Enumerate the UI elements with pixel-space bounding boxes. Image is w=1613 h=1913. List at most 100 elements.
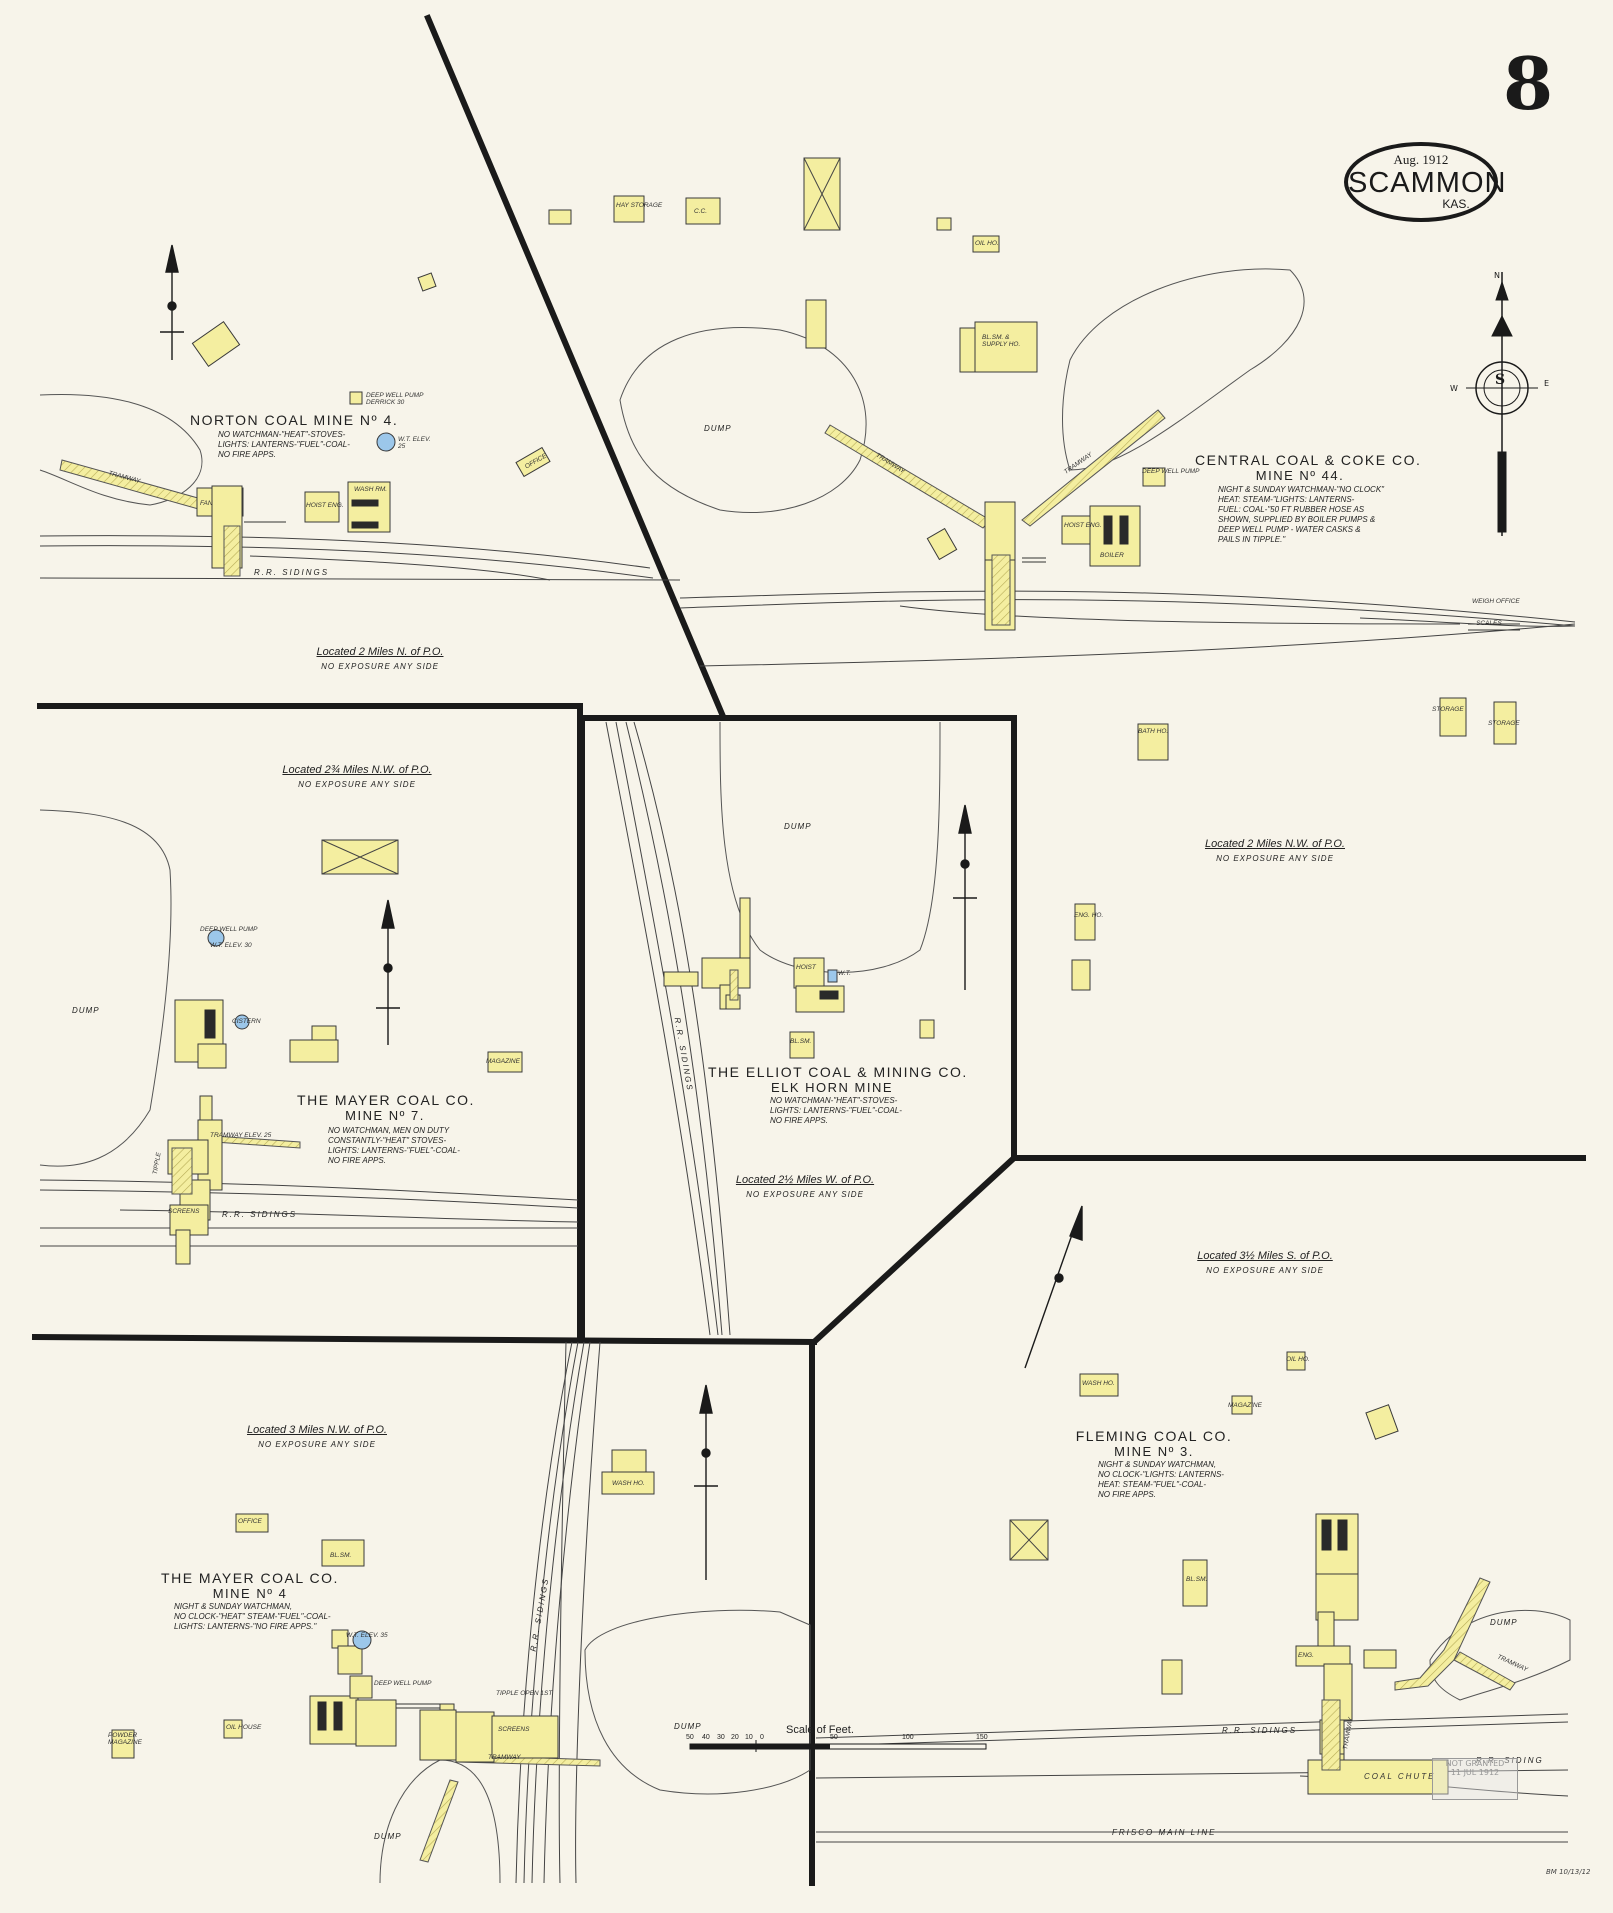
norton-location: Located 2 Miles N. of P.O. — [316, 646, 444, 658]
mayer7-note-1: NO WATCHMAN, MEN ON DUTY — [328, 1126, 450, 1135]
mayer4-location: Located 3 Miles N.W. of P.O. — [246, 1424, 387, 1436]
mayer7-notes: NO WATCHMAN, MEN ON DUTY CONSTANTLY-"HEA… — [328, 1126, 460, 1166]
central-note-3: FUEL: COAL-"50 FT RUBBER HOSE AS — [1218, 505, 1365, 514]
central-scales-label: SCALES — [1476, 620, 1502, 627]
central-bath-label: BATH HO. — [1138, 728, 1169, 735]
svg-text:E: E — [1544, 379, 1549, 388]
rail-lines-elliot — [605, 721, 731, 1336]
norton-note-1: NO WATCHMAN-"HEAT"-STOVES- — [218, 430, 346, 439]
central-hoist-label: HOIST ENG. — [1064, 522, 1102, 529]
central-note-1: NIGHT & SUNDAY WATCHMAN-"NO CLOCK" — [1218, 485, 1384, 494]
central-storage-label-2: STORAGE — [1488, 720, 1520, 727]
central-exposure: NO EXPOSURE ANY SIDE — [1216, 854, 1334, 863]
elliot-blsm-label: BL.SM. — [790, 1038, 812, 1045]
panel-borders — [31, 14, 1586, 1886]
mayer7-pump-label: DEEP WELL PUMP — [200, 926, 258, 933]
elliot-wt-label: W.T. — [838, 970, 851, 977]
mayer4-oil-label: OIL HOUSE — [226, 1724, 262, 1731]
mayer7-title: THE MAYER COAL CO. — [297, 1092, 475, 1108]
norton-exposure: NO EXPOSURE ANY SIDE — [321, 662, 439, 671]
mayer7-location: Located 2¾ Miles N.W. of P.O. — [282, 764, 432, 776]
scale-tick-50b: 50 — [830, 1734, 838, 1741]
dump-outlines — [39, 268, 1571, 1884]
mayer4-powder-label: POWDER MAGAZINE — [108, 1732, 142, 1746]
mayer7-note-3: LIGHTS: LANTERNS-"FUEL"-COAL- — [328, 1146, 460, 1155]
central-hay-label: HAY STORAGE — [616, 202, 663, 209]
fleming-chute-label: COAL CHUTE — [1364, 1772, 1436, 1781]
fleming-note-2: NO CLOCK-"LIGHTS: LANTERNS- — [1098, 1470, 1224, 1479]
norton-notes: NO WATCHMAN-"HEAT"-STOVES- LIGHTS: LANTE… — [218, 430, 350, 460]
scale-tick-20: 20 — [731, 1734, 739, 1741]
norton-note-2: LIGHTS: LANTERNS-"FUEL"-COAL- — [218, 440, 350, 449]
compass-rose-icon: N W E S — [1450, 271, 1549, 536]
archive-stamp: NOT GRANTED 11 JUL 1912 — [1432, 1758, 1518, 1800]
water-tanks — [207, 432, 838, 1650]
mayer4-note-3: LIGHTS: LANTERNS-"NO FIRE APPS." — [174, 1622, 317, 1631]
fleming-wash-label: WASH HO. — [1082, 1380, 1115, 1387]
fleming-note-4: NO FIRE APPS. — [1098, 1490, 1156, 1499]
central-blsm-label: BL.SM. & SUPPLY HO. — [982, 334, 1021, 348]
mayer4-office-label: OFFICE — [238, 1518, 262, 1525]
sheet-number: 8 — [1502, 41, 1554, 126]
svg-text:W: W — [1450, 384, 1458, 393]
scale-tick-30: 30 — [717, 1734, 725, 1741]
scale-bar — [689, 1740, 987, 1752]
mayer7-dump-label: DUMP — [72, 1006, 100, 1015]
elliot-enghouse-label: ENG. HO. — [1074, 912, 1104, 919]
mayer7-note-4: NO FIRE APPS. — [328, 1156, 386, 1165]
fleming-notes: NIGHT & SUNDAY WATCHMAN, NO CLOCK-"LIGHT… — [1098, 1460, 1224, 1500]
central-storage-label: STORAGE — [1432, 706, 1464, 713]
fleming-siding: R.R. SIDINGS — [1222, 1726, 1298, 1735]
norton-derrick-label: DEEP WELL PUMP DERRICK 30 — [366, 392, 424, 406]
mayer4-note-2: NO CLOCK-"HEAT" STEAM-"FUEL"-COAL- — [174, 1612, 331, 1621]
elliot-dump-label: DUMP — [784, 822, 812, 831]
mayer7-exposure: NO EXPOSURE ANY SIDE — [298, 780, 416, 789]
stamp-line-1: NOT GRANTED — [1445, 1759, 1505, 1768]
mayer4-title: THE MAYER COAL CO. — [161, 1570, 339, 1586]
map-city: SCAMMON — [1348, 167, 1507, 199]
elliot-title: THE ELLIOT COAL & MINING CO. — [708, 1064, 968, 1080]
central-weigh-label: WEIGH OFFICE — [1472, 598, 1520, 605]
scale-tick-100: 100 — [902, 1734, 914, 1741]
central-note-6: PAILS IN TIPPLE." — [1218, 535, 1286, 544]
norton-fan-label: FAN — [200, 500, 213, 507]
fleming-exposure: NO EXPOSURE ANY SIDE — [1206, 1266, 1324, 1275]
north-arrows — [160, 244, 1083, 1580]
fleming-subtitle: MINE Nº 3. — [1114, 1444, 1194, 1459]
fleming-note-3: HEAT: STEAM-"FUEL"-COAL- — [1098, 1480, 1207, 1489]
rail-lines-mayer4 — [515, 1341, 601, 1884]
scale-tick-150: 150 — [976, 1734, 988, 1741]
svg-text:N: N — [1494, 271, 1500, 280]
mayer4-pump-label: DEEP WELL PUMP — [374, 1680, 432, 1687]
fleming-siding-2: R.R. SIDING — [1476, 1756, 1544, 1765]
scale-tick-10: 10 — [745, 1734, 753, 1741]
mayer7-wt-label: W.T. ELEV. 30 — [210, 942, 252, 949]
mayer4-notes: NIGHT & SUNDAY WATCHMAN, NO CLOCK-"HEAT"… — [174, 1602, 331, 1632]
central-pump-label: DEEP WELL PUMP — [1142, 468, 1200, 475]
siding-markers — [244, 521, 1520, 1709]
mayer4-dump-label: DUMP — [674, 1722, 702, 1731]
mayer4-dump-label-2: DUMP — [374, 1832, 402, 1841]
rail-lines-central — [679, 590, 1576, 667]
fleming-dump-label: DUMP — [1490, 1618, 1518, 1627]
rail-lines-norton — [39, 535, 681, 581]
map-date: Aug. 1912 — [1393, 152, 1449, 167]
central-note-5: DEEP WELL PUMP - WATER CASKS & — [1218, 525, 1361, 534]
mayer4-wt-label: W.T. ELEV. 35 — [346, 1632, 388, 1639]
mayer4-subtitle: MINE Nº 4 — [212, 1586, 288, 1601]
central-dump-label: DUMP — [704, 424, 732, 433]
mayer7-note-2: CONSTANTLY-"HEAT" STOVES- — [328, 1136, 447, 1145]
mayer7-subtitle: MINE Nº 7. — [345, 1108, 425, 1123]
fleming-oil-label: OIL HO. — [1286, 1356, 1310, 1363]
central-subtitle: MINE Nº 44. — [1255, 468, 1345, 483]
norton-title: NORTON COAL MINE Nº 4. — [190, 412, 399, 428]
stamp-line-2: 11 JUL 1912 — [1450, 1768, 1500, 1777]
map-state: KAS. — [1442, 197, 1470, 211]
mayer4-blsm-label: BL.SM. — [330, 1552, 352, 1559]
elliot-note-1: NO WATCHMAN-"HEAT"-STOVES- — [770, 1096, 898, 1105]
mayer4-tipple-label: TIPPLE OPEN 1ST — [496, 1690, 553, 1697]
central-notes: NIGHT & SUNDAY WATCHMAN-"NO CLOCK" HEAT:… — [1218, 485, 1384, 545]
mayer4-tramway-label: TRAMWAY — [488, 1754, 521, 1761]
norton-hoist-label: HOIST ENG. — [306, 502, 344, 509]
